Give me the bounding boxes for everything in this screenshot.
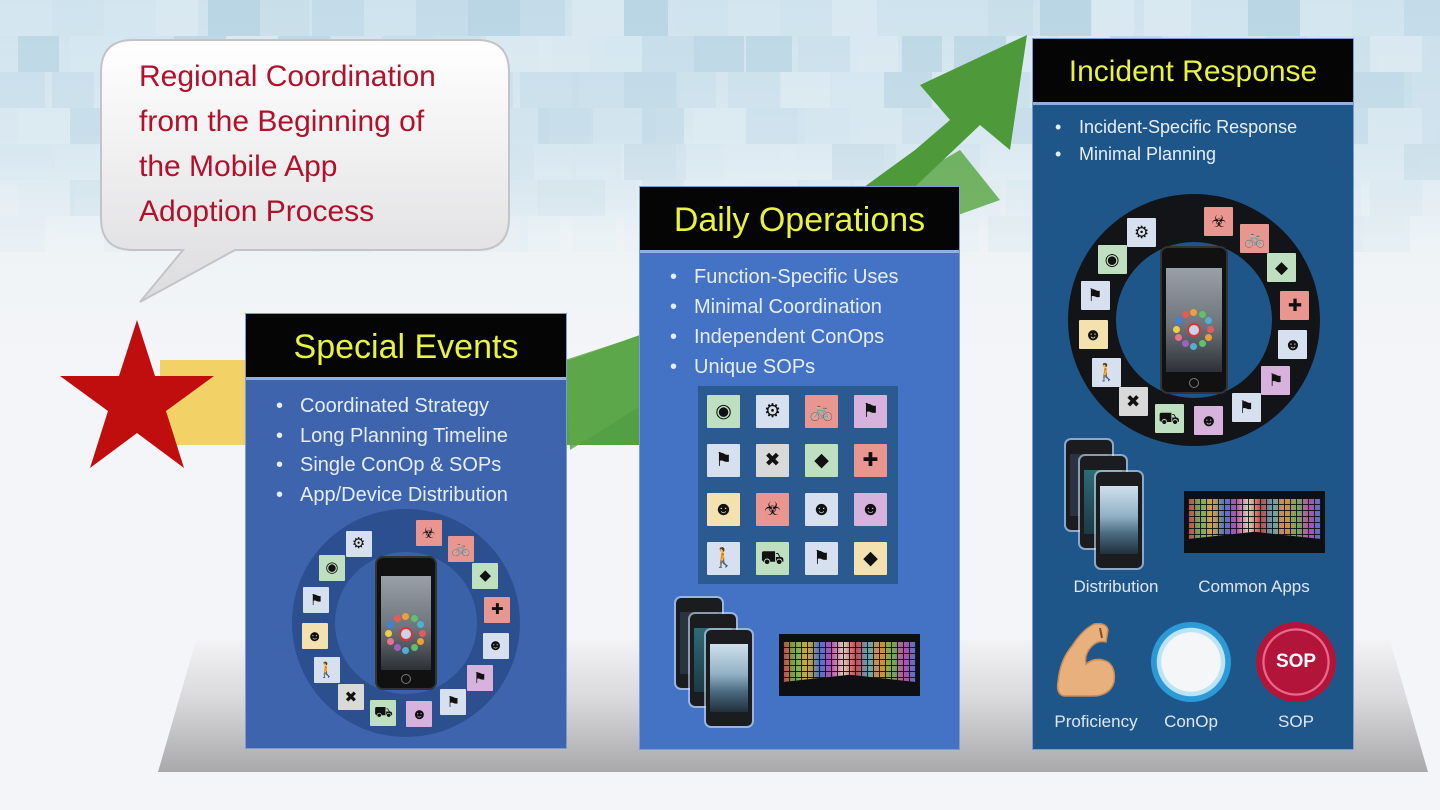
helmet-icon: ☻ [1194, 406, 1224, 436]
vehicle-icon: ⛟ [370, 699, 397, 726]
smartphone-icon [375, 556, 437, 690]
police-officer-icon: ☻ [482, 632, 509, 659]
stage-title: Incident Response [1033, 39, 1353, 105]
caption-common-apps: Common Apps [1198, 577, 1310, 596]
grenade-icon: ◉ [318, 554, 345, 581]
mobile-device-icon [706, 630, 752, 726]
bullet-item: Function-Specific Uses [670, 262, 959, 292]
pedestrian-icon: 🚶 [707, 542, 740, 575]
mobile-device-icon [1096, 472, 1142, 568]
bullet-item: Independent ConOps [670, 322, 959, 352]
caption-distribution: Distribution [1073, 577, 1159, 596]
biohazard-icon: ☣ [756, 493, 789, 526]
k9-dog-icon: ◆ [1267, 253, 1297, 283]
pedestrian-icon: 🚶 [313, 657, 340, 684]
icon-ring: ☣🚲◆✚☻⚑⚑☻⛟✖🚶☻⚑◉⚙ [1068, 194, 1320, 446]
vehicle-icon: ⛟ [1154, 404, 1184, 434]
medal-icon: ⚙ [756, 395, 789, 428]
bullet-item: Unique SOPs [670, 352, 959, 382]
app-wall-image [779, 634, 920, 696]
flag-runner-icon: ⚑ [1231, 393, 1261, 423]
bullet-item: Minimal Planning [1055, 141, 1353, 168]
bullet-item: Incident-Specific Response [1055, 114, 1353, 141]
bicycle-icon: 🚲 [1240, 223, 1270, 253]
callout-text: Regional Coordination from the Beginning… [139, 54, 499, 234]
icon-grid: ◉ ⚙ 🚲 ⚑ ⚑ ✖ ◆ ✚ ☻ ☣ ☻ ☻ 🚶 ⛟ ⚑ ◆ [698, 386, 898, 584]
bullet-item: Single ConOp & SOPs [276, 451, 566, 481]
caption-conop: ConOp [1164, 712, 1218, 731]
conop-badge-icon [1151, 622, 1231, 702]
common-apps-wall-image [1184, 491, 1325, 553]
bullet-item: Long Planning Timeline [276, 422, 566, 452]
star-icon [60, 320, 214, 468]
flag-runner-icon: ⚑ [854, 395, 887, 428]
flag-runner-icon: ⚑ [805, 542, 838, 575]
grenade-icon: ◉ [707, 395, 740, 428]
flag-runner-icon: ⚑ [440, 689, 467, 716]
medal-icon: ⚙ [1127, 217, 1157, 247]
caption-proficiency: Proficiency [1054, 712, 1138, 731]
medical-kit-icon: ✚ [1280, 290, 1310, 320]
tools-icon: ✖ [1118, 387, 1148, 417]
stage-title: Special Events [246, 314, 566, 380]
callout-line: Regional Coordination [139, 60, 436, 93]
police-officer-icon: ☻ [805, 493, 838, 526]
tools-icon: ✖ [337, 684, 364, 711]
callout-line: Adoption Process [139, 195, 375, 228]
medical-kit-icon: ✚ [484, 596, 511, 623]
bullet-item: App/Device Distribution [276, 481, 566, 511]
muscle-arm-icon [1056, 622, 1116, 697]
tools-icon: ✖ [756, 444, 789, 477]
stage-title: Daily Operations [640, 187, 959, 253]
medal-icon: ⚙ [345, 530, 372, 557]
bullet-item: Coordinated Strategy [276, 392, 566, 422]
flag-runner-icon: ⚑ [1261, 366, 1291, 396]
k9-dog-icon: ◆ [805, 444, 838, 477]
grenade-icon: ◉ [1097, 244, 1127, 274]
k9-dog-icon: ◆ [472, 562, 499, 589]
callout-line: the Mobile App [139, 150, 338, 183]
biohazard-icon: ☣ [1204, 206, 1234, 236]
stage-bullets: Incident-Specific Response Minimal Plann… [1033, 105, 1353, 168]
officer-icon: ☻ [1078, 320, 1108, 350]
stage-bullets: Function-Specific Uses Minimal Coordinat… [640, 253, 959, 382]
bicycle-icon: 🚲 [448, 535, 475, 562]
biohazard-icon: ☣ [415, 520, 442, 547]
officer-icon: ☻ [707, 493, 740, 526]
vehicle-icon: ⛟ [756, 542, 789, 575]
icon-ring: ☣🚲◆✚☻⚑⚑☻⛟✖🚶☻⚑◉⚙ [292, 509, 520, 737]
officer-icon: ☻ [301, 623, 328, 650]
caption-sop: SOP [1278, 712, 1314, 731]
medical-kit-icon: ✚ [854, 444, 887, 477]
callout-line: from the Beginning of [139, 105, 425, 138]
flag-runner-icon: ⚑ [1080, 280, 1110, 310]
flag-runner-icon: ⚑ [467, 665, 494, 692]
smartphone-icon [1160, 246, 1228, 394]
k9-dog-icon: ◆ [854, 542, 887, 575]
helmet-icon: ☻ [854, 493, 887, 526]
sop-badge-text: SOP [1275, 651, 1317, 672]
flag-runner-icon: ⚑ [303, 587, 330, 614]
police-officer-icon: ☻ [1278, 330, 1308, 360]
flag-runner-icon: ⚑ [707, 444, 740, 477]
pedestrian-icon: 🚶 [1091, 357, 1121, 387]
stage-bullets: Coordinated Strategy Long Planning Timel… [246, 380, 566, 510]
callout-bubble [100, 39, 510, 303]
sop-badge-icon: SOP [1256, 622, 1336, 702]
bicycle-icon: 🚲 [805, 395, 838, 428]
bullet-item: Minimal Coordination [670, 292, 959, 322]
helmet-icon: ☻ [406, 701, 433, 728]
